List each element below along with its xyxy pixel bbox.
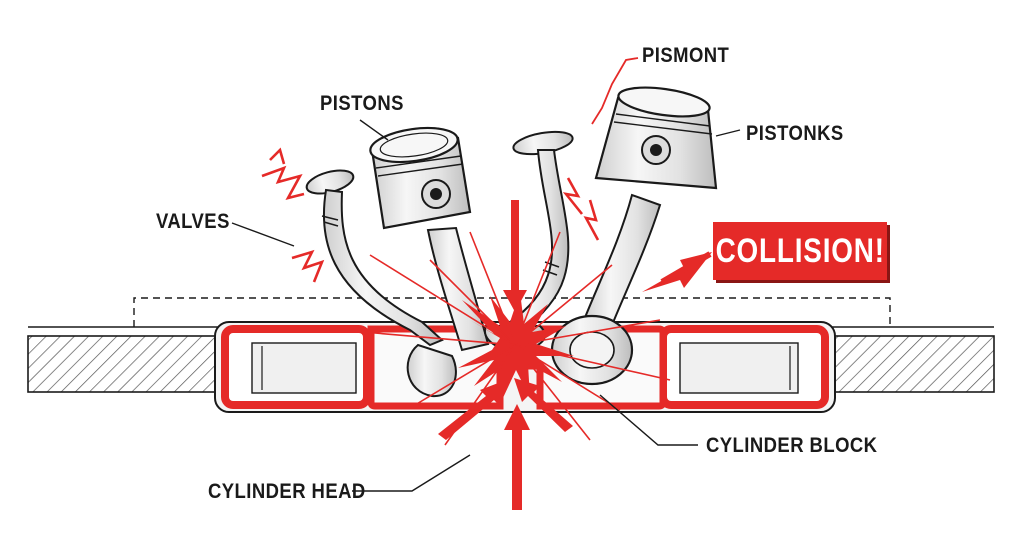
- cylinder-head-label: CYLINDER HEAD: [208, 480, 366, 503]
- left-valve: [305, 169, 457, 398]
- cylinder-block-leader: [599, 394, 698, 446]
- spark-zigzags: [261, 147, 600, 283]
- left-hatched-section: [27, 335, 219, 393]
- right-piston: [550, 86, 718, 386]
- pismont-label: PISMONT: [642, 44, 730, 67]
- cylinder-head-leader: [352, 454, 471, 492]
- collision-arrow: [642, 251, 712, 292]
- pistonks-label: PISTONKS: [746, 122, 844, 145]
- valves-label: VALVES: [156, 210, 230, 233]
- impact-streaks: [339, 231, 671, 446]
- cylinder-block-label: CYLINDER BLOCK: [706, 434, 878, 457]
- collision-label: COLLISION!: [715, 231, 885, 270]
- right-window: [679, 342, 799, 394]
- dashed-outline: [133, 297, 891, 327]
- valves-leader: [231, 222, 295, 247]
- collision-callout: COLLISION!: [713, 222, 887, 280]
- leader-lines: [231, 119, 741, 492]
- pistons-leader: [359, 119, 389, 141]
- right-hatched-section: [831, 335, 995, 393]
- pismont-leader: [591, 57, 639, 125]
- left-window: [251, 342, 357, 394]
- pistonks-leader: [715, 129, 741, 137]
- pistons-label: PISTONS: [320, 92, 404, 115]
- cylinder-deck: [27, 297, 995, 393]
